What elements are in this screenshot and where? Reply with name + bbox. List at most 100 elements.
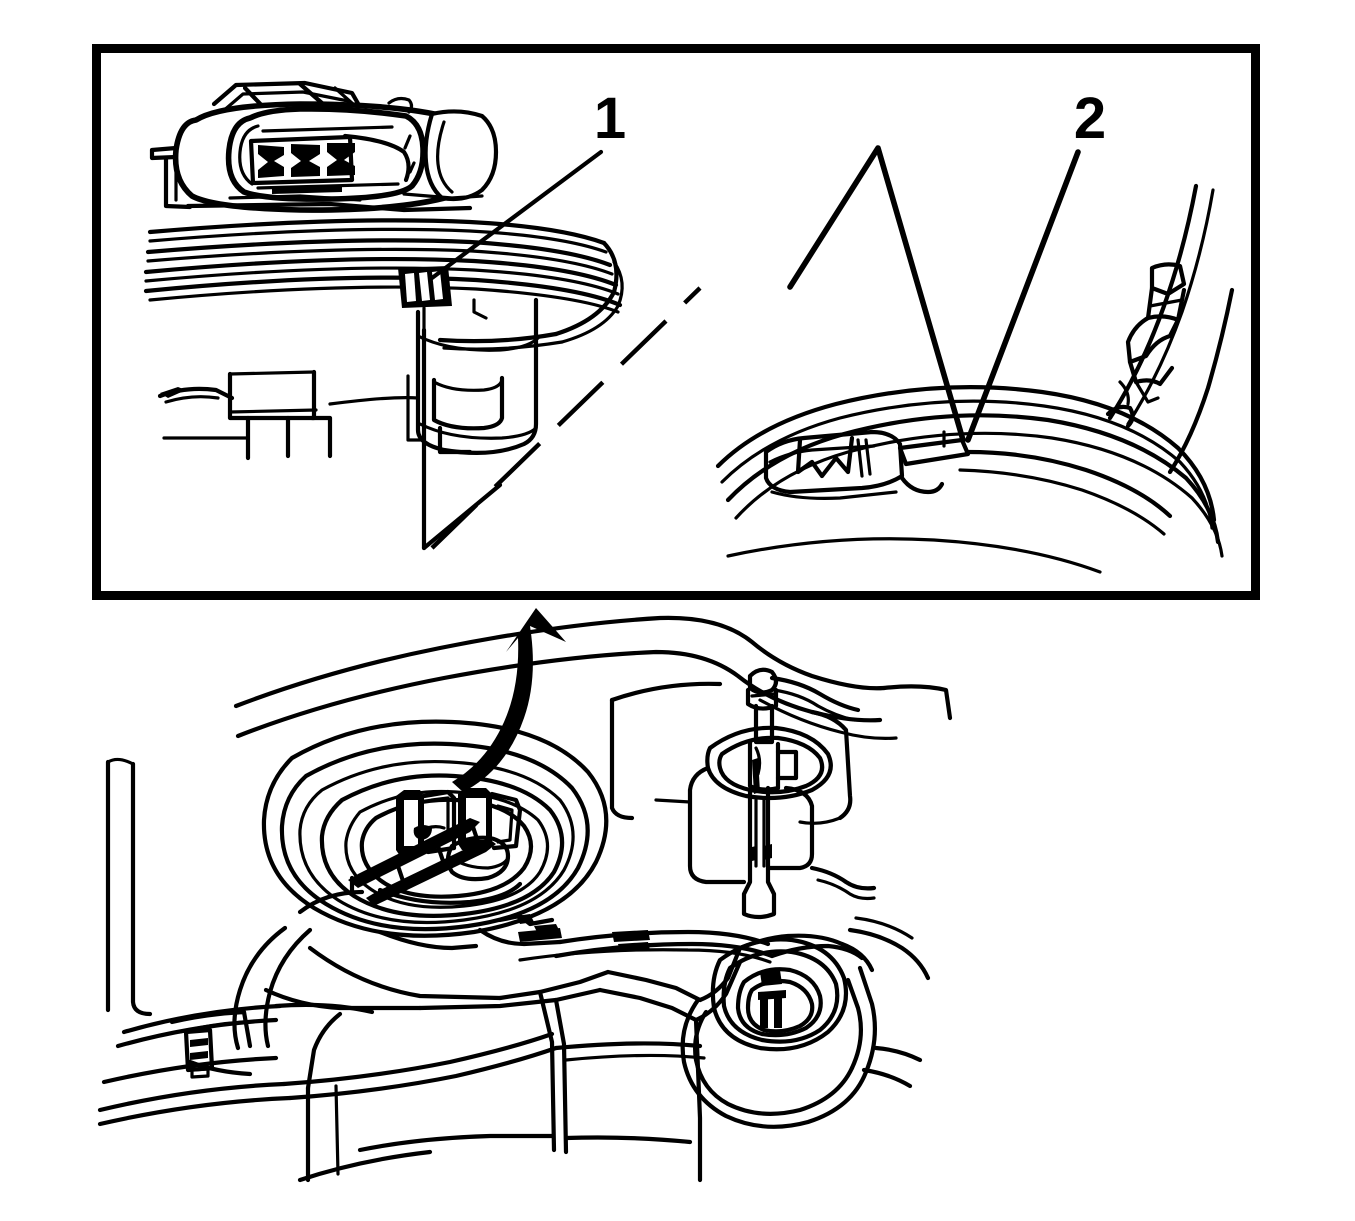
connector-strap-upper	[211, 80, 363, 110]
ring-outer-arc-1	[715, 385, 1217, 523]
bottom-panel-right-1	[553, 1041, 703, 1051]
filler-port-pin-1	[760, 996, 768, 1028]
ring-outer-arc-2	[720, 399, 1214, 530]
lock-clip-slot-1	[405, 273, 416, 302]
left-bracket-box-lower	[228, 408, 318, 414]
sill-main-rail-top	[557, 929, 771, 947]
right-panel-left-edge	[609, 697, 635, 821]
right-lower-contour-3	[769, 943, 865, 961]
ring-upper-rail-3	[1167, 287, 1235, 475]
pump-strut-cross-2	[433, 837, 447, 867]
sill-nub	[534, 924, 560, 934]
filler-port-key-tab	[760, 970, 782, 986]
connector-top-nub	[387, 96, 414, 114]
lower-left-inner-lip-3	[187, 1059, 253, 1077]
fuel-pump-module	[348, 788, 534, 906]
sealing-flange-rings	[143, 218, 624, 351]
connector-base-bracket	[185, 201, 473, 213]
sill-main-rail-top-3	[518, 948, 772, 964]
locking-tab-tip	[1134, 380, 1160, 404]
connector-strap-inner	[220, 90, 350, 114]
retainer-tab-rib-2	[864, 438, 872, 476]
vent-bracket-arm	[654, 798, 692, 804]
vent-port-tab	[775, 749, 799, 781]
bottom-contour-2	[563, 1135, 693, 1145]
lock-clip	[398, 266, 452, 332]
tank-opening-rings	[261, 719, 609, 938]
pin-cavity-1	[258, 145, 284, 178]
locking-tab-line	[1148, 298, 1184, 308]
wiring-clip-foot	[190, 1067, 210, 1079]
connector-mount-leg	[163, 155, 193, 210]
body-contour-top-3	[758, 698, 898, 740]
body-contour-top	[233, 615, 887, 709]
vent-stem-lower	[741, 785, 777, 920]
connector-highlight-top	[261, 125, 394, 133]
body-edge-left-inner	[130, 761, 153, 1017]
ring-outer-arc-3	[725, 413, 1221, 545]
crossmember-center	[417, 987, 603, 1011]
pump-strut-cross-1	[393, 857, 407, 887]
detail-inset-panel: 1 2	[92, 44, 1260, 600]
connector-tick-b	[408, 161, 416, 174]
sill-tab-black	[516, 914, 534, 924]
crossmember-vertical-1	[537, 989, 557, 1153]
tank-ring-3	[298, 759, 575, 925]
filler-port-pin-2	[774, 996, 782, 1028]
bottom-vertical-left-2	[334, 1084, 340, 1176]
crossmember-vertical-2	[553, 997, 569, 1155]
pump-bracket-right-inner	[496, 804, 514, 844]
vent-collar	[745, 687, 779, 711]
pump-knob	[413, 825, 432, 840]
wiring-clip	[183, 1027, 215, 1079]
sill-center-link	[477, 927, 563, 947]
pump-strut-cross-3	[469, 821, 483, 851]
flange-ring-5	[143, 256, 619, 288]
tank-flange-ring-view	[715, 183, 1235, 574]
retainer-tab-inner-top	[768, 444, 876, 464]
flange-ring-2	[148, 227, 608, 254]
lower-left-inner-lip	[169, 1009, 253, 1049]
right-bracket-u	[406, 374, 426, 442]
filler-port-outer-right-2	[857, 965, 877, 1075]
ring-upper-rail-2	[1126, 188, 1215, 426]
body-contour-right-ext	[881, 684, 953, 721]
callout-2-label: 2	[1074, 86, 1106, 151]
right-vertical-edge	[693, 1017, 703, 1183]
bottom-contour-3	[297, 1149, 433, 1183]
left-bracket-box-top	[228, 370, 316, 376]
tank-ring-5	[344, 789, 550, 909]
connector-lower-band	[272, 186, 342, 194]
vent-line-assembly	[654, 667, 877, 920]
filler-port-bridge	[758, 990, 786, 1000]
sill-main-rail-top-2	[553, 941, 775, 959]
bottom-contour-1	[357, 1133, 555, 1153]
vent-branch-2	[772, 688, 856, 722]
tank-ring-2	[279, 741, 590, 932]
mid-rail	[328, 396, 420, 406]
flange-ring-3	[145, 238, 613, 268]
lower-panel-bottom-sweep-2	[287, 1045, 559, 1101]
connector-inner-bulge	[342, 133, 411, 183]
crossmember-right-rise-2	[597, 987, 699, 1023]
ring-bump-detail	[1105, 404, 1135, 429]
wiring-clip-slot-2	[190, 1051, 208, 1060]
pump-strut-1	[348, 818, 480, 888]
sill-left-curve	[232, 925, 288, 1051]
right-cylinder-top	[432, 378, 504, 392]
wiring-clip-body	[183, 1027, 215, 1073]
right-lower-contour-1	[737, 933, 845, 951]
crossmember-leg-left	[305, 1011, 343, 1091]
callout-2-straight-leader	[965, 149, 1081, 443]
right-cylinder	[431, 375, 505, 431]
bracket-right-edge	[402, 192, 484, 200]
lower-left-panel-4	[97, 1081, 287, 1113]
pump-bracket-left-window	[404, 800, 418, 846]
flange-ring-4	[146, 247, 614, 276]
vent-branch-1	[769, 675, 861, 713]
filler-port-ring-4	[745, 978, 815, 1034]
callout-2-v-leader	[787, 145, 966, 443]
inset-panel-border	[92, 44, 1260, 600]
right-upper-sweep	[847, 927, 931, 981]
vent-collar-line	[750, 692, 776, 698]
